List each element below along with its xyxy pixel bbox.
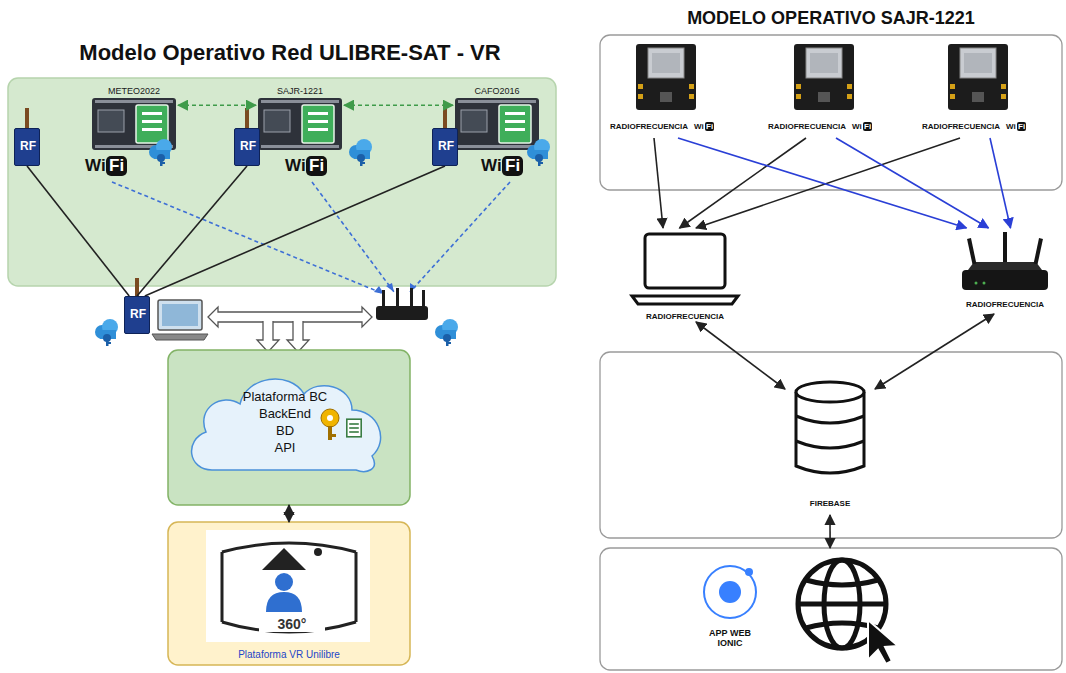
rf-module: RF — [14, 128, 40, 166]
rf-module: RF — [124, 296, 150, 334]
router: RADIOFRECUENCIA — [950, 228, 1060, 314]
node-text: RADIOFRECUENCIA — [920, 122, 1002, 131]
node-text: BD — [230, 424, 340, 439]
node-text: SAJR-1221 — [256, 86, 344, 96]
connector — [145, 166, 445, 296]
connector — [875, 314, 994, 389]
node-text: RF — [125, 308, 151, 322]
node-text: RADIOFRECUENCIA — [608, 122, 690, 131]
connector — [27, 166, 129, 296]
wifi-logo: WiFi — [284, 152, 342, 180]
node-text: CAFO2016 — [453, 86, 541, 96]
node-text: Wi — [1006, 122, 1016, 131]
laptop: RADIOFRECUENCIA — [630, 228, 740, 322]
connector — [137, 166, 247, 296]
node-text: FIREBASE — [785, 499, 875, 508]
rf-module: RF — [432, 128, 458, 166]
firebase-db: FIREBASE — [785, 375, 875, 515]
node-text: Wi — [852, 122, 862, 131]
cloud-platform: Plataforma BC BackEndBD API — [168, 350, 410, 505]
node-text: Wi — [694, 122, 704, 131]
connector — [836, 138, 989, 228]
esp32-board: RADIOFRECUENCIA WiFi — [918, 42, 1038, 138]
wifi-logo: WiFi — [480, 152, 538, 180]
node-text: RF — [235, 140, 261, 154]
connector — [678, 138, 967, 228]
connector — [829, 515, 831, 548]
node-text: BackEnd — [230, 407, 340, 422]
app-panel: APP WEB IONIC — [600, 548, 1062, 670]
node-text: Fi — [705, 122, 714, 131]
node-text: Wi — [481, 156, 502, 176]
device-board: CAFO2016 — [453, 86, 541, 150]
node-text: RADIOFRECUENCIA — [955, 300, 1055, 309]
wifi-logo: WiFi — [84, 152, 142, 180]
node-text: RF — [15, 140, 41, 154]
node-text: Fi — [502, 156, 523, 176]
node-text: Fi — [1017, 122, 1026, 131]
node-text: Fi — [106, 156, 127, 176]
node-text: Wi — [285, 156, 306, 176]
connector — [696, 138, 960, 228]
connector — [288, 505, 290, 522]
node-text: Plataforma VR Unilibre — [189, 649, 389, 661]
node-text: RADIOFRECUENCIA — [766, 122, 848, 131]
node-text: Fi — [306, 156, 327, 176]
node-text: API — [230, 441, 340, 456]
device-board: SAJR-1221 — [256, 86, 344, 150]
rf-module: RF — [234, 128, 260, 166]
node-text: 360° — [259, 616, 325, 632]
connector — [680, 138, 807, 228]
panel-title: MODELO OPERATIVO SAJR-1221 — [606, 8, 1056, 29]
node-text: APP WEB IONIC — [700, 628, 760, 649]
connector — [696, 322, 785, 389]
node-text: Plataforma BC — [230, 390, 340, 405]
node-text: RF — [433, 140, 459, 154]
connector — [990, 138, 1011, 228]
node-text: Wi — [85, 156, 106, 176]
diagram-title: Modelo Operativo Red ULIBRE-SAT - VR — [20, 40, 560, 66]
connector — [654, 138, 663, 228]
device-board: METEO2022 — [90, 86, 178, 150]
vr-platform: 360° Plataforma VR Unilibre — [168, 522, 410, 665]
node-text: RADIOFRECUENCIA — [635, 312, 735, 321]
esp32-board: RADIOFRECUENCIA WiFi — [764, 42, 884, 138]
esp32-board: RADIOFRECUENCIA WiFi — [606, 42, 726, 138]
node-text: Fi — [863, 122, 872, 131]
connector — [344, 104, 453, 106]
node-text: METEO2022 — [90, 86, 178, 96]
connector — [178, 104, 256, 106]
